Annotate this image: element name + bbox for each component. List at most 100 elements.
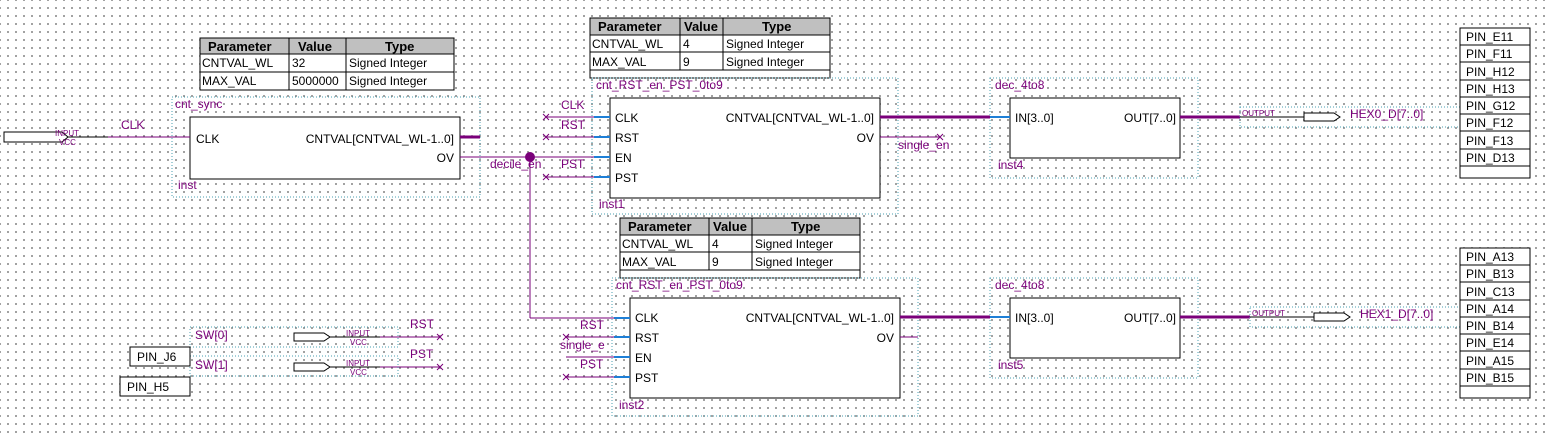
- block-module-name: dec_4to8: [995, 78, 1045, 92]
- param-table-1-header-parameter: Parameter: [208, 39, 272, 54]
- param-table-2-header-type: Type: [762, 19, 791, 34]
- net-label-pst: PST: [580, 357, 604, 371]
- pin-list-item: PIN_C13: [1466, 285, 1515, 299]
- port-label-ov: OV: [857, 131, 874, 145]
- param-table-2-cell: Signed Integer: [726, 55, 804, 69]
- wires: [108, 115, 1250, 378]
- block-module-name: cnt_RST_en_PST_0to9: [596, 78, 723, 92]
- port-kind: INPUT: [346, 359, 370, 368]
- port-name: SW[0]: [195, 328, 228, 342]
- pin-list-item: PIN_B14: [1466, 319, 1514, 333]
- block-dec-4to8-inst5[interactable]: dec_4to8 inst5 IN[3..0] OUT[7..0]: [989, 277, 1199, 379]
- port-name: HEX0_D[7..0]: [1350, 107, 1423, 121]
- port-label-cntval: CNTVAL[CNTVAL_WL-1..0]: [746, 311, 894, 325]
- port-kind: OUTPUT: [1242, 109, 1275, 118]
- net-label-pst: PST: [561, 157, 585, 171]
- pin-list-item: PIN_H13: [1466, 82, 1515, 96]
- param-table-2-cell: MAX_VAL: [592, 55, 647, 69]
- param-table-3-header-parameter: Parameter: [628, 219, 692, 234]
- param-table-1-header-value: Value: [298, 39, 332, 54]
- param-table-1-cell: Signed Integer: [349, 56, 427, 70]
- port-label-ov: OV: [437, 151, 454, 165]
- param-table-2: Parameter Value Type CNTVAL_WL 4 Signed …: [589, 17, 831, 79]
- port-label-out: OUT[7..0]: [1124, 111, 1176, 125]
- param-table-2-cell: CNTVAL_WL: [592, 37, 663, 51]
- port-kind: OUTPUT: [1252, 309, 1285, 318]
- block-cnt-sync[interactable]: cnt_sync inst CLK CNTVAL[CNTVAL_WL-1..0]…: [171, 96, 481, 198]
- pin-list-item: PIN_D13: [1466, 151, 1515, 165]
- param-table-1-header-type: Type: [385, 39, 414, 54]
- port-label-pst: PST: [635, 371, 659, 385]
- pin-list-item: PIN_F11: [1466, 47, 1513, 61]
- pin-list-item: PIN_E11: [1466, 30, 1513, 44]
- port-label-out: OUT[7..0]: [1124, 311, 1176, 325]
- param-table-1-cell: Signed Integer: [349, 74, 427, 88]
- block-instance-name: inst5: [998, 358, 1024, 372]
- block-instance-name: inst: [178, 178, 197, 192]
- param-table-3: Parameter Value Type CNTVAL_WL 4 Signed …: [619, 217, 861, 279]
- net-label-rst: RST: [561, 118, 586, 132]
- pin-tag-label: PIN_H5: [127, 380, 169, 394]
- input-port-sw1[interactable]: SW[1] INPUT VCC: [189, 355, 399, 377]
- input-port-sw0[interactable]: SW[0] INPUT VCC: [189, 326, 399, 348]
- block-module-name: cnt_RST_en_PST_0to9: [616, 278, 743, 292]
- block-module-name: dec_4to8: [995, 278, 1045, 292]
- param-table-2-header-value: Value: [684, 19, 718, 34]
- net-label-single-en: single_en: [898, 138, 949, 152]
- net-label-rst: RST: [580, 318, 605, 332]
- pin-list-item: PIN_A15: [1466, 354, 1514, 368]
- block-cnt-rst-en-pst-inst2[interactable]: cnt_RST_en_PST_0to9 inst2 CLK RST EN PST…: [611, 277, 919, 417]
- port-label-rst: RST: [635, 331, 660, 345]
- port-sub: VCC: [350, 338, 367, 347]
- net-label-rst: RST: [410, 317, 435, 331]
- param-table-3-cell: 9: [712, 255, 719, 269]
- port-label-in: IN[3..0]: [1015, 111, 1054, 125]
- pin-list-item: PIN_A14: [1466, 302, 1514, 316]
- port-name: SW[1]: [195, 358, 228, 372]
- port-label-rst: RST: [615, 131, 640, 145]
- no-connect-markers: [436, 113, 944, 381]
- port-label-en: EN: [615, 151, 632, 165]
- param-table-2-cell: Signed Integer: [726, 37, 804, 51]
- param-table-3-cell: Signed Integer: [755, 237, 833, 251]
- block-cnt-rst-en-pst-inst1[interactable]: cnt_RST_en_PST_0to9 inst1 CLK RST EN PST…: [591, 77, 899, 215]
- param-table-3-header-value: Value: [713, 219, 747, 234]
- pin-tag-j6[interactable]: PIN_J6: [129, 346, 191, 367]
- pin-tag-h5[interactable]: PIN_H5: [119, 376, 191, 397]
- param-table-2-header-parameter: Parameter: [598, 19, 662, 34]
- param-table-1: Parameter Value Type CNTVAL_WL 32 Signed…: [199, 37, 455, 91]
- block-instance-name: inst4: [998, 158, 1024, 172]
- output-port-hex0[interactable]: OUTPUT HEX0_D[7..0]: [1239, 106, 1463, 128]
- pin-list-item: PIN_G12: [1466, 99, 1516, 113]
- net-label-decile-en: decile_en: [490, 157, 541, 171]
- port-label-pst: PST: [615, 171, 639, 185]
- pin-list-item: PIN_F12: [1466, 116, 1514, 130]
- port-label-clk: CLK: [635, 311, 658, 325]
- port-label-cntval: CNTVAL[CNTVAL_WL-1..0]: [726, 111, 874, 125]
- net-label-clk: CLK: [121, 118, 144, 132]
- param-table-3-header-type: Type: [791, 219, 820, 234]
- junction-dot: [525, 152, 535, 162]
- net-label-clk: CLK: [561, 98, 584, 112]
- block-dec-4to8-inst4[interactable]: dec_4to8 inst4 IN[3..0] OUT[7..0]: [989, 77, 1199, 179]
- port-label-ov: OV: [877, 331, 894, 345]
- net-label-single-e: single_e: [560, 338, 605, 352]
- block-instance-name: inst1: [599, 197, 625, 211]
- port-name: HEX1_D[7..0]: [1360, 307, 1433, 321]
- port-label-en: EN: [635, 351, 652, 365]
- pin-list-item: PIN_H12: [1466, 65, 1515, 79]
- pin-list-item: PIN_B15: [1466, 371, 1514, 385]
- param-table-1-cell: MAX_VAL: [202, 74, 257, 88]
- pin-list-item: PIN_B13: [1466, 267, 1514, 281]
- pin-list-item: PIN_F13: [1466, 134, 1514, 148]
- port-label-clk: CLK: [615, 111, 638, 125]
- param-table-3-cell: Signed Integer: [755, 255, 833, 269]
- pin-list-hex0: PIN_E11 PIN_F11 PIN_H12 PIN_H13 PIN_G12 …: [1459, 27, 1531, 179]
- output-port-hex1[interactable]: OUTPUT HEX1_D[7..0]: [1249, 306, 1463, 328]
- param-table-1-cell: 5000000: [292, 74, 339, 88]
- input-port-clk[interactable]: INPUT VCC: [3, 129, 108, 147]
- param-table-2-cell: 9: [683, 55, 690, 69]
- net-label-pst: PST: [410, 347, 434, 361]
- param-table-3-cell: MAX_VAL: [622, 255, 677, 269]
